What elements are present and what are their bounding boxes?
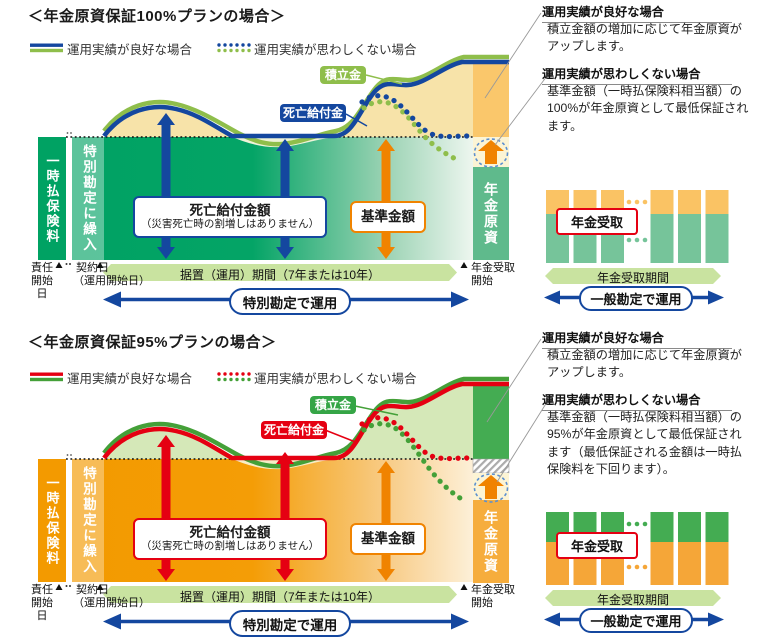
general-account-pill: 一般勘定で運用: [579, 608, 693, 633]
death-benefit-curve-good: [102, 381, 509, 461]
note-good-title: 運用実績が良好な場合: [542, 328, 732, 349]
base-amount-box-title: 基準金額: [361, 209, 415, 225]
note-connector-bad: [496, 401, 548, 483]
note-bad-title: 運用実績が思わしくない場合: [542, 64, 732, 85]
accumulation-curve-bad: [361, 99, 463, 164]
guarantee-up-arrow-icon: [478, 140, 504, 164]
payout-period-label: 年金受取期間: [596, 593, 669, 607]
note-good-body: 積立金額の増加に応じて年金原資がアップします。: [547, 348, 742, 380]
pension-fund-column: [473, 500, 509, 583]
death-benefit-box-sub: （災害死亡時の割増しはありません）: [140, 218, 320, 231]
note-good-title: 運用実績が良好な場合: [542, 2, 732, 23]
transfer-column-label: 特別勘定に繰入: [81, 466, 96, 575]
payout-period-label: 年金受取期間: [596, 271, 669, 285]
pension-fund-column: [473, 167, 509, 260]
section-plan-100: ＜年金原資保証100%プランの場合＞ 運用実績が良好な場合 運用実績が思わしくな…: [28, 2, 749, 315]
axis-keiyaku-sub: （運用開始日）: [73, 275, 150, 287]
deferral-period-band: [103, 586, 457, 603]
special-account-pill: 特別勘定で運用: [229, 610, 351, 637]
legend-good-label: 運用実績が良好な場合: [67, 43, 193, 57]
death-benefit-badge: 死亡給付金: [280, 104, 346, 122]
rise-fill: [334, 384, 473, 459]
axis-keiyaku: 契約日: [76, 262, 109, 274]
plan95-diagram-svg: [30, 338, 729, 630]
rise-fill: [334, 62, 473, 137]
premium-bar: [38, 137, 66, 260]
pension-fund-label: 年金原資: [483, 509, 499, 574]
note-bad-body: 基準金額（一時払保険料相当額）の95%が年金原資として最低保証されます（最低保証…: [547, 410, 742, 476]
death-benefit-curve-bad: [359, 93, 471, 140]
death-benefit-box: 死亡給付金額 （災害死亡時の割増しはありません）: [133, 196, 327, 238]
note-good-body: 積立金額の増加に応じて年金原資がアップします。: [547, 22, 742, 54]
axis-sekinin: 責任 開始日: [31, 584, 53, 623]
note-bad-body: 基準金額（一時払保険料相当額）の100%が年金原資として最低保証されます。: [547, 84, 749, 133]
premium-bar-label: 一時払保険料: [44, 475, 60, 566]
death-benefit-curve-good: [102, 59, 509, 139]
axis-uketori: 年金受取: [471, 262, 515, 274]
axis-keiyaku: 契約日: [76, 584, 109, 596]
payout-period-band: [545, 590, 721, 606]
death-benefit-box-sub: （災害死亡時の割増しはありません）: [140, 540, 320, 553]
transfer-column: [72, 459, 104, 582]
section-title: ＜年金原資保証95%プランの場合＞: [28, 334, 277, 351]
axis-uketori-sub: 開始: [471, 275, 493, 287]
pension-fund-label: 年金原資: [483, 181, 499, 246]
accumulation-curve-good: [102, 376, 509, 469]
legend-good-label: 運用実績が良好な場合: [67, 372, 193, 386]
legend-bad-icon: [217, 372, 251, 382]
payout-label-box: 年金受取: [556, 208, 638, 235]
note-connector-good: [486, 338, 542, 423]
axis-sekinin: 責任 開始日: [31, 262, 53, 301]
special-account-pill: 特別勘定で運用: [229, 288, 351, 315]
note-connector-good: [484, 12, 542, 99]
base-amount-box-title: 基準金額: [361, 531, 415, 547]
accumulation-badge: 積立金: [310, 396, 356, 414]
death-benefit-box: 死亡給付金額 （災害死亡時の割増しはありません）: [133, 518, 327, 560]
death-benefit-box-title: 死亡給付金額: [189, 202, 271, 218]
upside-block: [473, 62, 509, 137]
payout-label-box: 年金受取: [556, 532, 638, 559]
guarantee-dotted-circle: [473, 138, 509, 168]
axis-uketori: 年金受取: [471, 584, 515, 596]
deferral-period-band: [103, 264, 457, 281]
transfer-column-label: 特別勘定に繰入: [81, 144, 96, 253]
death-benefit-badge: 死亡給付金: [261, 421, 327, 439]
base-amount-box: 基準金額: [350, 201, 426, 233]
transfer-column: [72, 137, 104, 260]
death-benefit-curve-bad: [359, 415, 471, 462]
payout-period-band: [545, 268, 721, 284]
note-bad-title: 運用実績が思わしくない場合: [542, 390, 732, 411]
premium-bar: [38, 459, 66, 582]
note-connector-bad: [494, 75, 548, 146]
plan100-diagram-svg: [30, 12, 729, 308]
guarantee-dotted-circle: [473, 473, 509, 503]
section-title: ＜年金原資保証100%プランの場合＞: [28, 8, 286, 25]
legend-good-icon: [30, 43, 63, 53]
axis-uketori-sub: 開始: [471, 597, 493, 609]
death-benefit-box-title: 死亡給付金額: [189, 524, 271, 540]
accumulation-curve-good: [102, 54, 509, 147]
accumulation-badge: 積立金: [320, 66, 366, 84]
legend-good-icon: [30, 372, 63, 382]
base-amount-box: 基準金額: [350, 523, 426, 555]
axis-keiyaku-sub: （運用開始日）: [73, 597, 150, 609]
section-plan-95: ＜年金原資保証95%プランの場合＞ 運用実績が良好な場合 運用実績が思わしくない…: [0, 322, 760, 638]
general-account-pill: 一般勘定で運用: [579, 286, 693, 311]
deferral-period-label: 据置（運用）期間（7年または10年）: [179, 268, 381, 282]
legend-bad-label: 運用実績が思わしくない場合: [254, 43, 417, 57]
premium-bar-label: 一時払保険料: [44, 153, 60, 244]
deferral-period-label: 据置（運用）期間（7年または10年）: [179, 590, 381, 604]
legend-bad-icon: [217, 43, 251, 53]
legend-bad-label: 運用実績が思わしくない場合: [254, 372, 417, 386]
accumulation-curve-bad: [361, 421, 463, 501]
